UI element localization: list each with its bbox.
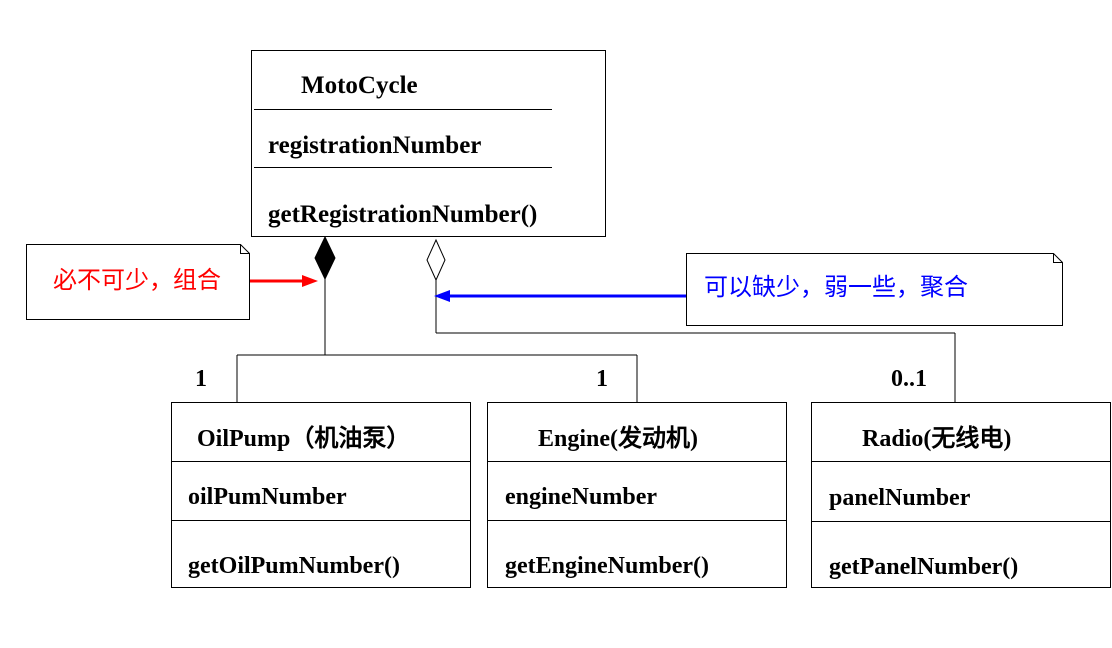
engine-class: Engine(发动机) engineNumber getEngineNumber… — [487, 402, 787, 588]
composition-note-arrow-head — [302, 275, 318, 287]
motocycle-method: getRegistrationNumber() — [268, 201, 538, 228]
radio-attribute-divider — [812, 521, 1110, 522]
multiplicity-oilpump: 1 — [195, 366, 207, 392]
oilpump-class-name: OilPump（机油泵） — [197, 426, 411, 452]
radio-class-name: Radio(无线电) — [862, 426, 1012, 452]
motocycle-attribute: registrationNumber — [268, 132, 482, 159]
composition-note: 必不可少，组合 — [26, 244, 250, 320]
aggregation-note-arrow-head — [434, 290, 450, 302]
motocycle-class: MotoCycle registrationNumber getRegistra… — [251, 50, 606, 237]
aggregation-note-text: 可以缺少，弱一些，聚合 — [704, 273, 968, 301]
oilpump-attribute-divider — [172, 520, 470, 521]
radio-attribute: panelNumber — [829, 485, 971, 511]
engine-method: getEngineNumber() — [505, 553, 709, 579]
engine-attribute-divider — [488, 520, 786, 521]
radio-class: Radio(无线电) panelNumber getPanelNumber() — [811, 402, 1111, 588]
motocycle-attribute-divider — [254, 167, 552, 168]
motocycle-class-name: MotoCycle — [301, 72, 418, 99]
oilpump-name-divider — [172, 461, 470, 462]
composition-note-text: 必不可少，组合 — [53, 266, 221, 294]
aggregation-note: 可以缺少，弱一些，聚合 — [686, 253, 1063, 326]
motocycle-name-divider — [254, 109, 552, 110]
oilpump-method: getOilPumNumber() — [188, 553, 400, 579]
note-folded-corner-shape — [686, 253, 1063, 326]
radio-name-divider — [812, 461, 1110, 462]
engine-attribute: engineNumber — [505, 484, 657, 510]
note-folded-corner-shape — [26, 244, 250, 320]
engine-class-name: Engine(发动机) — [538, 426, 699, 452]
oilpump-class: OilPump（机油泵） oilPumNumber getOilPumNumbe… — [171, 402, 471, 588]
composition-diamond — [314, 235, 336, 281]
multiplicity-engine: 1 — [596, 366, 608, 392]
radio-method: getPanelNumber() — [829, 554, 1019, 580]
multiplicity-radio: 0..1 — [891, 366, 927, 392]
oilpump-attribute: oilPumNumber — [188, 484, 347, 510]
engine-name-divider — [488, 461, 786, 462]
aggregation-diamond — [426, 238, 446, 282]
